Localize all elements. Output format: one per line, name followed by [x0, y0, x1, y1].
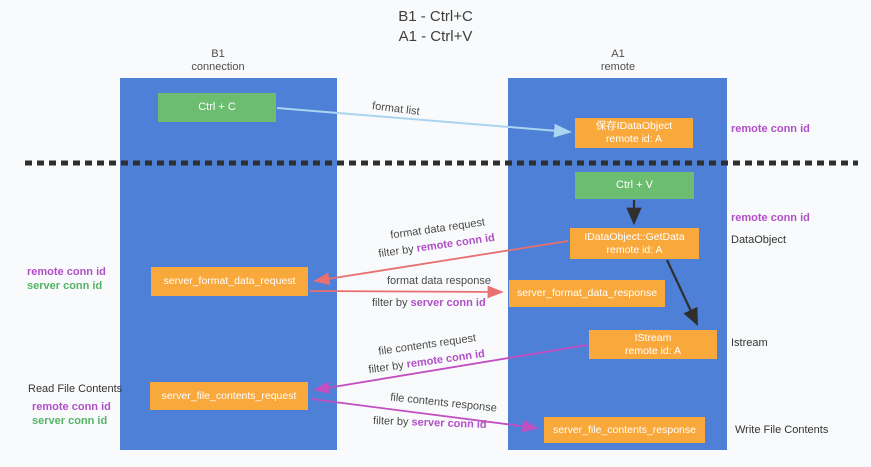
lane-a1-subtitle: remote	[600, 61, 636, 73]
annotation-read-file-contents: Read File Contents	[28, 383, 123, 395]
node-ctrl-c: Ctrl + C	[158, 93, 276, 122]
node-server-format-data-request: server_format_data_request	[151, 267, 308, 296]
label-format-data-response: format data response	[387, 275, 491, 287]
node-getdata-line2: remote id: A	[606, 243, 663, 256]
node-server-file-contents-response-label: server_file_contents_response	[552, 423, 696, 436]
node-istream-line2: remote id: A	[624, 344, 682, 357]
label-filter-by-text-1: filter by	[377, 243, 415, 261]
annotation-server-conn-id-bottom-left: server conn id	[32, 415, 108, 427]
annotation-dataobject: DataObject	[731, 234, 787, 246]
node-server-format-data-response-label: server_format_data_response	[516, 287, 658, 299]
node-ctrl-c-label: Ctrl + C	[198, 101, 236, 113]
node-server-format-data-response: server_format_data_response	[509, 280, 665, 307]
lane-b1-title: B1	[211, 48, 225, 60]
lane-header-b1: B1 connection	[158, 48, 278, 74]
label-format-list: format list	[371, 100, 421, 118]
annotation-remote-conn-id-left: remote conn id	[27, 266, 106, 278]
arrow-format-data-response	[309, 285, 504, 299]
node-ctrl-v: Ctrl + V	[575, 172, 694, 199]
node-istream-line1: IStream	[634, 331, 672, 344]
lane-b1-subtitle: connection	[191, 61, 245, 73]
node-save-dataobject-line1: 保存IDataObject	[595, 120, 673, 132]
diagram-title: B1 - Ctrl+C A1 - Ctrl+V	[0, 7, 871, 47]
label-server-conn-id-2: server conn id	[411, 416, 487, 431]
title-line-1: B1 - Ctrl+C	[398, 8, 473, 25]
node-server-file-contents-response: server_file_contents_response	[544, 417, 705, 443]
annotation-remote-conn-id-bottom-left: remote conn id	[32, 401, 111, 413]
node-server-file-contents-request-label: server_file_contents_request	[161, 389, 297, 402]
label-filter-by-text-3: filter by	[367, 359, 405, 377]
annotation-remote-conn-id-mid-right: remote conn id	[731, 212, 810, 224]
annotation-istream: Istream	[731, 337, 768, 349]
label-file-contents-response: file contents response	[389, 391, 498, 415]
node-server-format-data-request-label: server_format_data_request	[163, 275, 296, 287]
node-save-dataobject: 保存IDataObject remote id: A	[575, 118, 693, 148]
annotation-remote-conn-id-top-right: remote conn id	[731, 123, 810, 135]
node-save-dataobject-line2: remote id: A	[605, 133, 663, 145]
label-filter-by-text-4: filter by	[372, 415, 409, 429]
label-filter-by-text-2: filter by	[372, 297, 408, 309]
node-server-file-contents-request: server_file_contents_request	[150, 382, 308, 410]
annotation-write-file-contents: Write File Contents	[735, 424, 829, 436]
node-getdata-line1: IDataObject::GetData	[584, 230, 685, 243]
title-line-2: A1 - Ctrl+V	[398, 28, 473, 45]
node-idataobject-getdata: IDataObject::GetData remote id: A	[570, 228, 699, 259]
lane-header-a1: A1 remote	[558, 48, 678, 74]
annotation-server-conn-id-left: server conn id	[27, 280, 103, 292]
node-istream: IStream remote id: A	[589, 330, 717, 359]
lane-a1-title: A1	[611, 48, 625, 60]
node-ctrl-v-label: Ctrl + V	[616, 179, 653, 191]
label-server-conn-id-1: server conn id	[410, 297, 486, 309]
